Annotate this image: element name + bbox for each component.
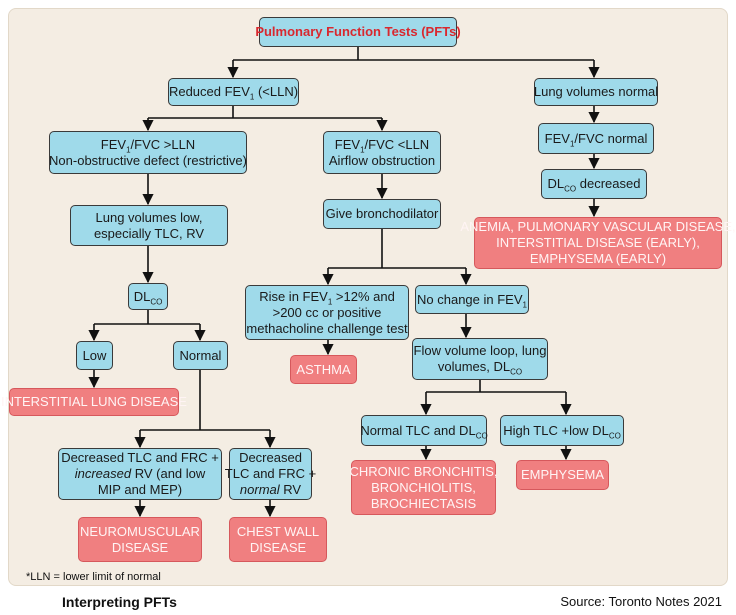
rise-fev1-node: Rise in FEV1 >12% and >200 cc or positiv… xyxy=(245,285,409,340)
emphysema-outcome: EMPHYSEMA xyxy=(516,460,609,490)
restrictive-defect-node: FEV1/FVC >LLN Non-obstructive defect (re… xyxy=(49,131,247,174)
anemia-vascular-outcome: ANEMIA, PULMONARY VASCULAR DISEASE, INTE… xyxy=(460,217,736,269)
lln-footnote: *LLN = lower limit of normal xyxy=(26,571,161,583)
pft-title-text: Pulmonary Function Tests (PFTs) xyxy=(255,24,461,39)
reduced-fev1-node: Reduced FEV1 (<LLN) xyxy=(168,78,299,106)
flow-volume-loop-node: Flow volume loop, lung volumes, DLCO xyxy=(412,338,548,380)
airflow-obstruction-node: FEV1/FVC <LLN Airflow obstruction xyxy=(323,131,441,174)
chest-wall-disease-outcome: CHEST WALL DISEASE xyxy=(229,517,327,562)
source-credit: Source: Toronto Notes 2021 xyxy=(560,594,722,609)
figure-caption: Interpreting PFTs xyxy=(62,594,177,610)
lung-volumes-low-node: Lung volumes low, especially TLC, RV xyxy=(70,205,228,246)
neuromuscular-disease-outcome: NEUROMUSCULAR DISEASE xyxy=(78,517,202,562)
chronic-bronchitis-outcome: CHRONIC BRONCHITIS, BRONCHIOLITIS, BROCH… xyxy=(349,460,498,515)
bronchodilator-node: Give bronchodilator xyxy=(323,199,441,229)
dlco-normal-node: Normal xyxy=(173,341,228,370)
normal-tlc-dlco-node: Normal TLC and DLCO xyxy=(360,415,488,446)
asthma-outcome: ASTHMA xyxy=(290,355,357,384)
dlco-low-node: Low xyxy=(76,341,113,370)
high-tlc-low-dlco-node: High TLC +low DLCO xyxy=(500,415,624,446)
reduced-fev1-label: Reduced FEV xyxy=(168,84,250,99)
fev1-fvc-normal-node: FEV1/FVC normal xyxy=(538,123,654,154)
dlco-decreased-node: DLCO decreased xyxy=(541,169,647,199)
neuromuscular-criteria-node: Decreased TLC and FRC + increased RV (an… xyxy=(58,448,222,500)
no-change-fev1-node: No change in FEV1 xyxy=(415,285,529,314)
pft-title-node: Pulmonary Function Tests (PFTs) xyxy=(255,17,461,47)
interstitial-lung-disease-outcome: INTERSTITIAL LUNG DISEASE xyxy=(1,388,187,416)
dlco-node-left: DLCO xyxy=(128,283,168,310)
restrictive-defect-text: Non-obstructive defect (restrictive) xyxy=(49,152,247,168)
lung-volumes-normal-node: Lung volumes normal xyxy=(534,78,658,106)
chest-wall-criteria-node: Decreased TLC and FRC + normal RV xyxy=(225,448,316,500)
